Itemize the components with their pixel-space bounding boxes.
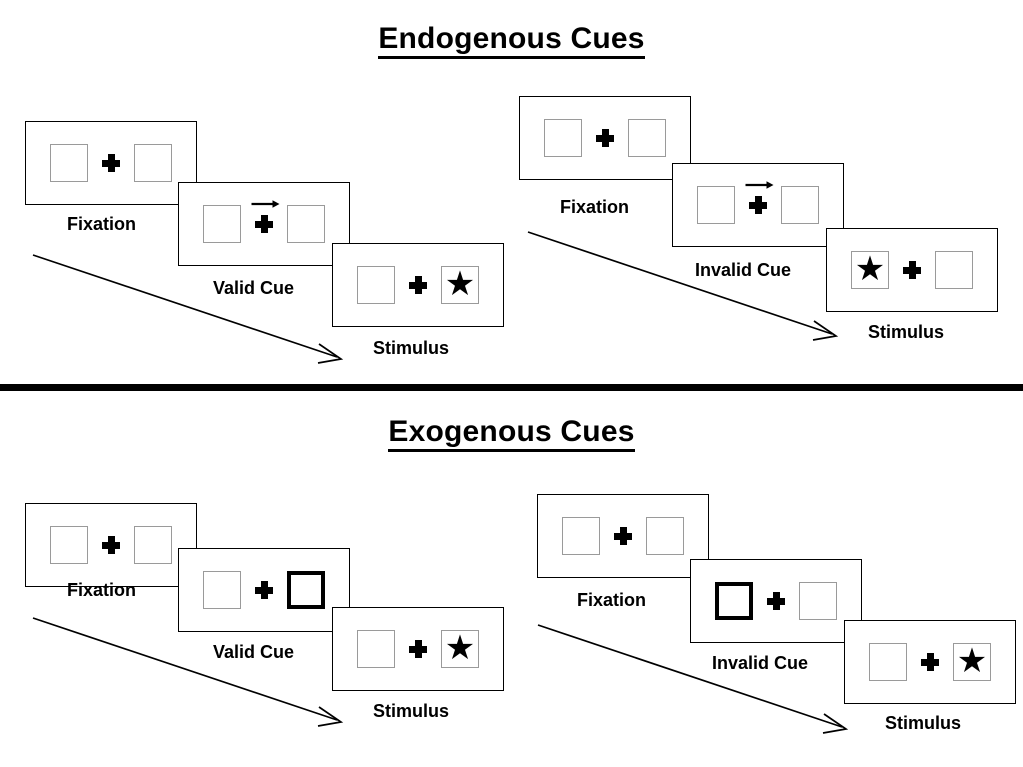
stage-label-exogenous-valid-fixation: Fixation bbox=[67, 580, 137, 600]
section-title-exogenous: Exogenous Cues bbox=[0, 415, 1023, 452]
panel-exogenous-valid-cue[interactable] bbox=[178, 548, 350, 632]
stage-label-endogenous-invalid-cue: Invalid Cue bbox=[695, 260, 792, 280]
stage-label-exogenous-invalid-stimulus: Stimulus bbox=[885, 713, 962, 733]
stage-label-endogenous-invalid-stimulus: Stimulus bbox=[868, 322, 945, 342]
arrow-right-cue-icon bbox=[745, 181, 774, 189]
right-placeholder-box bbox=[287, 205, 325, 243]
left-placeholder-box bbox=[357, 630, 395, 668]
panel-content bbox=[697, 181, 819, 224]
panel-content: ★ bbox=[869, 643, 991, 681]
panel-exogenous-invalid-fixation[interactable] bbox=[537, 494, 709, 578]
left-placeholder-box bbox=[697, 186, 735, 224]
right-target-box: ★ bbox=[441, 630, 479, 668]
section-title-exogenous-text: Exogenous Cues bbox=[388, 415, 635, 452]
right-target-box: ★ bbox=[953, 643, 991, 681]
fixation-cross-icon bbox=[596, 129, 614, 147]
panel-exogenous-valid-fixation[interactable] bbox=[25, 503, 197, 587]
fixation-cross-icon bbox=[409, 640, 427, 658]
right-placeholder-box bbox=[935, 251, 973, 289]
panel-endogenous-valid-cue[interactable] bbox=[178, 182, 350, 266]
stage-label-endogenous-valid-cue: Valid Cue bbox=[213, 278, 295, 298]
star-target-icon: ★ bbox=[444, 629, 476, 667]
star-target-icon: ★ bbox=[854, 250, 886, 288]
panel-content bbox=[50, 144, 172, 182]
star-target-icon: ★ bbox=[956, 642, 988, 680]
stage-label-endogenous-valid-fixation: Fixation bbox=[67, 214, 137, 234]
stage-label-exogenous-invalid-cue: Invalid Cue bbox=[712, 653, 809, 673]
fixation-cross-icon bbox=[767, 592, 785, 610]
left-placeholder-box bbox=[50, 144, 88, 182]
fixation-cross-icon bbox=[409, 276, 427, 294]
right-cued-box bbox=[287, 571, 325, 609]
right-placeholder-box bbox=[134, 526, 172, 564]
left-placeholder-box bbox=[203, 205, 241, 243]
arrow-right-cue-icon bbox=[251, 200, 280, 208]
stage-label-endogenous-valid-stimulus: Stimulus bbox=[373, 338, 450, 358]
panel-content bbox=[562, 517, 684, 555]
stage-label-exogenous-valid-cue: Valid Cue bbox=[213, 642, 295, 662]
panel-content bbox=[715, 582, 837, 620]
star-target-icon: ★ bbox=[444, 265, 476, 303]
panel-content bbox=[544, 119, 666, 157]
right-placeholder-box bbox=[781, 186, 819, 224]
panel-exogenous-invalid-stimulus[interactable]: ★ bbox=[844, 620, 1016, 704]
panel-content: ★ bbox=[851, 251, 973, 289]
left-placeholder-box bbox=[357, 266, 395, 304]
stage-label-exogenous-invalid-fixation: Fixation bbox=[577, 590, 647, 610]
left-cued-box bbox=[715, 582, 753, 620]
stage-label-exogenous-valid-stimulus: Stimulus bbox=[373, 701, 450, 721]
left-placeholder-box bbox=[544, 119, 582, 157]
right-placeholder-box bbox=[134, 144, 172, 182]
section-divider bbox=[0, 384, 1023, 391]
panel-endogenous-valid-stimulus[interactable]: ★ bbox=[332, 243, 504, 327]
fixation-cross-icon bbox=[745, 181, 774, 214]
left-placeholder-box bbox=[50, 526, 88, 564]
panel-content bbox=[203, 200, 325, 243]
right-target-box: ★ bbox=[441, 266, 479, 304]
panel-content: ★ bbox=[357, 266, 479, 304]
section-title-endogenous-text: Endogenous Cues bbox=[378, 22, 645, 59]
left-placeholder-box bbox=[203, 571, 241, 609]
fixation-cross-icon bbox=[255, 581, 273, 599]
right-placeholder-box bbox=[628, 119, 666, 157]
right-placeholder-box bbox=[799, 582, 837, 620]
left-placeholder-box bbox=[562, 517, 600, 555]
panel-endogenous-invalid-cue[interactable] bbox=[672, 163, 844, 247]
panel-exogenous-valid-stimulus[interactable]: ★ bbox=[332, 607, 504, 691]
section-title-endogenous: Endogenous Cues bbox=[0, 22, 1023, 59]
panel-content bbox=[203, 571, 325, 609]
fixation-cross-icon bbox=[102, 536, 120, 554]
panel-exogenous-invalid-cue[interactable] bbox=[690, 559, 862, 643]
panel-content: ★ bbox=[357, 630, 479, 668]
fixation-cross-icon bbox=[614, 527, 632, 545]
fixation-cross-icon bbox=[251, 200, 280, 233]
fixation-cross-icon bbox=[921, 653, 939, 671]
panel-endogenous-invalid-stimulus[interactable]: ★ bbox=[826, 228, 998, 312]
left-target-box: ★ bbox=[851, 251, 889, 289]
fixation-cross-icon bbox=[102, 154, 120, 172]
left-placeholder-box bbox=[869, 643, 907, 681]
panel-endogenous-valid-fixation[interactable] bbox=[25, 121, 197, 205]
right-placeholder-box bbox=[646, 517, 684, 555]
stage-label-endogenous-invalid-fixation: Fixation bbox=[560, 197, 630, 217]
fixation-cross-icon bbox=[903, 261, 921, 279]
panel-content bbox=[50, 526, 172, 564]
panel-endogenous-invalid-fixation[interactable] bbox=[519, 96, 691, 180]
